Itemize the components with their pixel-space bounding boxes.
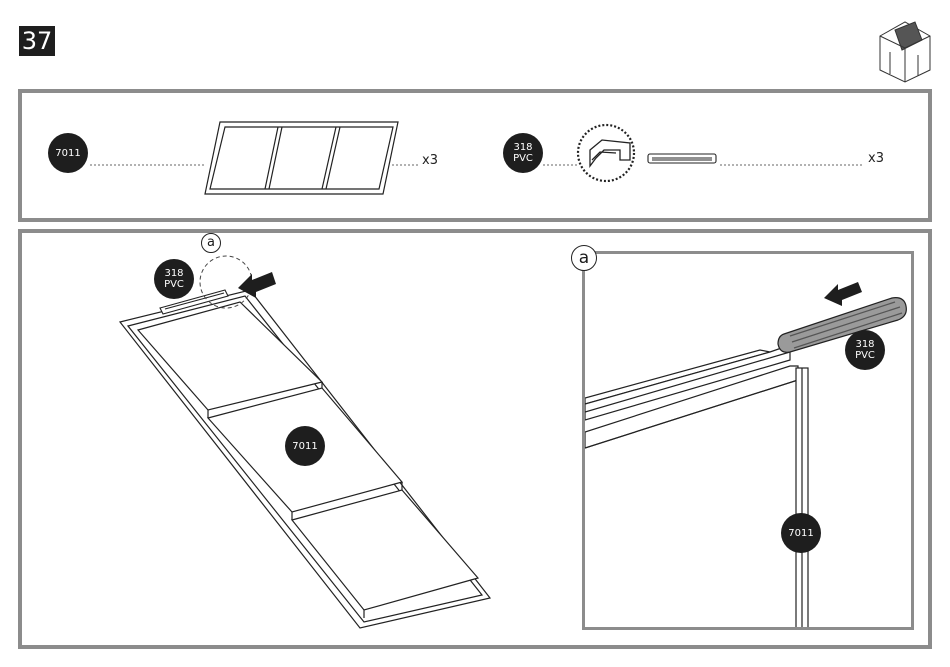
- detail-panel-letter: a: [571, 245, 597, 271]
- detail-badge-7011: 7011: [781, 513, 821, 553]
- detail-insert-arrow-icon: [824, 282, 862, 306]
- detail-badge-code: 7011: [788, 528, 813, 539]
- detail-badge-line1: 318: [855, 339, 874, 350]
- detail-badge-line2: PVC: [855, 350, 875, 361]
- detail-badge-318-pvc: 318 PVC: [845, 330, 885, 370]
